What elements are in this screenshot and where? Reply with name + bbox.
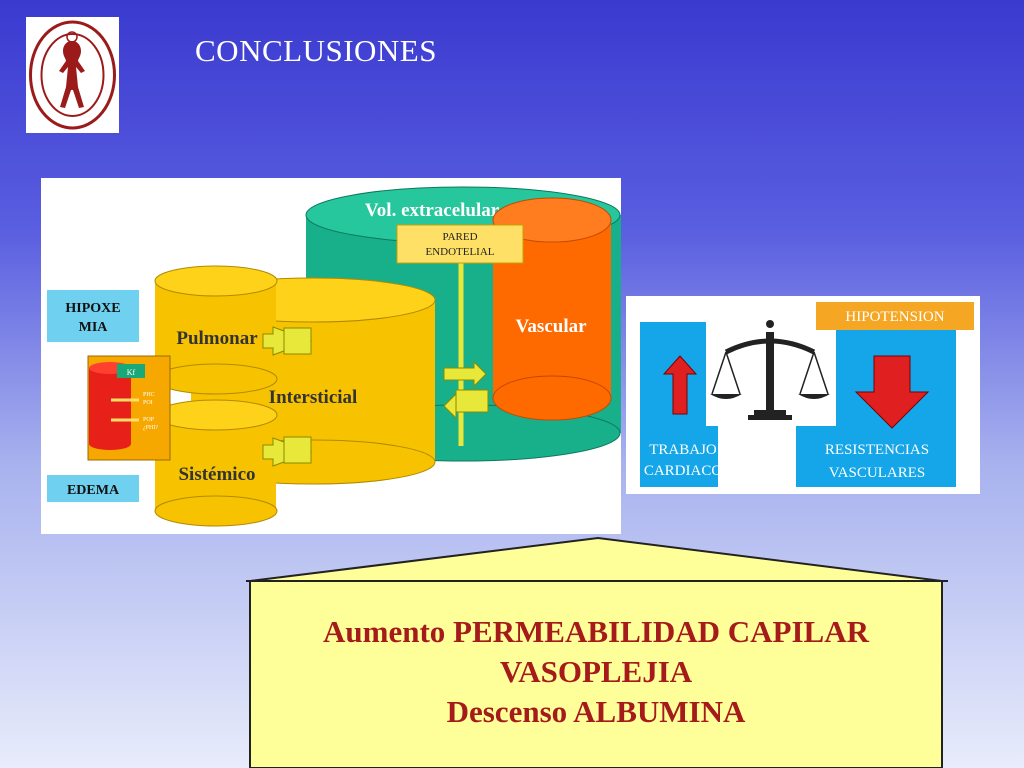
- hipoxemia-label-1: HIPOXE: [65, 301, 120, 316]
- endotelial-label: ENDOTELIAL: [425, 246, 494, 258]
- balance-scale-icon: [710, 320, 830, 420]
- pop-label: POP: [143, 417, 155, 423]
- hipotension-box: [816, 302, 974, 330]
- phc-label: PHC: [143, 392, 155, 398]
- poi-label: POI: [143, 400, 153, 406]
- hipoxemia-label-2: MIA: [79, 320, 109, 335]
- hemodynamic-balance-diagram: HIPOTENSION TRABAJO CARDIACO RESISTENCIA…: [626, 296, 980, 494]
- hipotension-label: HIPOTENSION: [845, 309, 944, 325]
- arrow-down-icon: [854, 355, 930, 429]
- cardiaco-label: CARDIACO: [644, 463, 723, 479]
- pulmonar-label: Pulmonar: [176, 328, 258, 349]
- edema-box: [47, 475, 139, 502]
- vascular-label: Vascular: [515, 316, 587, 337]
- conclusion-line-3: Descenso ALBUMINA: [446, 694, 746, 729]
- intersticial-label: Intersticial: [269, 387, 358, 408]
- edema-label: EDEMA: [67, 483, 120, 498]
- conclusion-line-1: Aumento PERMEABILIDAD CAPILAR: [323, 614, 869, 649]
- kf-label: Kf: [127, 368, 136, 377]
- resistencias-label: RESISTENCIAS: [825, 442, 929, 458]
- pared-endotelial-box: [396, 224, 524, 264]
- conclusion-text: Aumento PERMEABILIDAD CAPILAR VASOPLEJIA…: [250, 612, 942, 732]
- vol-extracelular-label: Vol. extracelular: [365, 200, 500, 221]
- pulmonary-cylinder: [154, 265, 278, 395]
- slide-title: CONCLUSIONES: [195, 33, 437, 68]
- arrow-right-icon: [443, 360, 487, 388]
- inset-capillary-diagram: Kf PHC POI POP ¿PHI?: [87, 355, 171, 461]
- arrow-up-icon: [662, 355, 698, 415]
- vasculares-label: VASCULARES: [829, 465, 925, 481]
- hipoxemia-box: [47, 290, 139, 342]
- trabajo-label: TRABAJO: [649, 442, 717, 458]
- pared-label: PARED: [442, 231, 477, 243]
- systemic-cylinder: [154, 399, 278, 527]
- conclusion-box: [246, 536, 948, 768]
- conclusion-line-2: VASOPLEJIA: [499, 654, 693, 689]
- university-logo: [26, 17, 119, 133]
- university-seal-icon: [29, 20, 116, 130]
- phi-label: ¿PHI?: [143, 425, 158, 431]
- sistemico-label: Sistémico: [178, 464, 255, 485]
- fluid-compartments-diagram: Vol. extracelular Vascular Intersticial …: [41, 178, 621, 534]
